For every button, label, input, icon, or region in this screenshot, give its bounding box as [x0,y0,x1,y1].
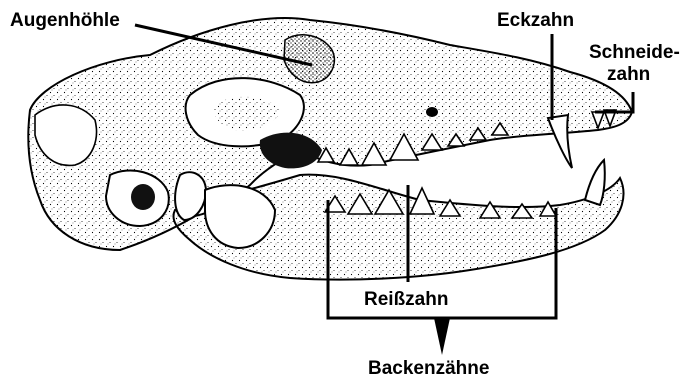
label-schneidezahn-line1: Schneide- [589,42,680,64]
lower-canine [585,160,605,205]
label-eckzahn: Eckzahn [497,10,574,32]
bracket-arrow [434,318,450,355]
label-augenhoehle: Augenhöhle [10,10,120,32]
label-schneidezahn-line2: zahn [589,64,680,86]
ear-opening [131,184,155,210]
label-reisszahn: Reißzahn [364,289,448,311]
label-schneidezahn: Schneide- zahn [589,42,680,86]
label-backenzaehne: Backenzähne [368,358,489,380]
infraorbital-foramen [426,107,438,117]
